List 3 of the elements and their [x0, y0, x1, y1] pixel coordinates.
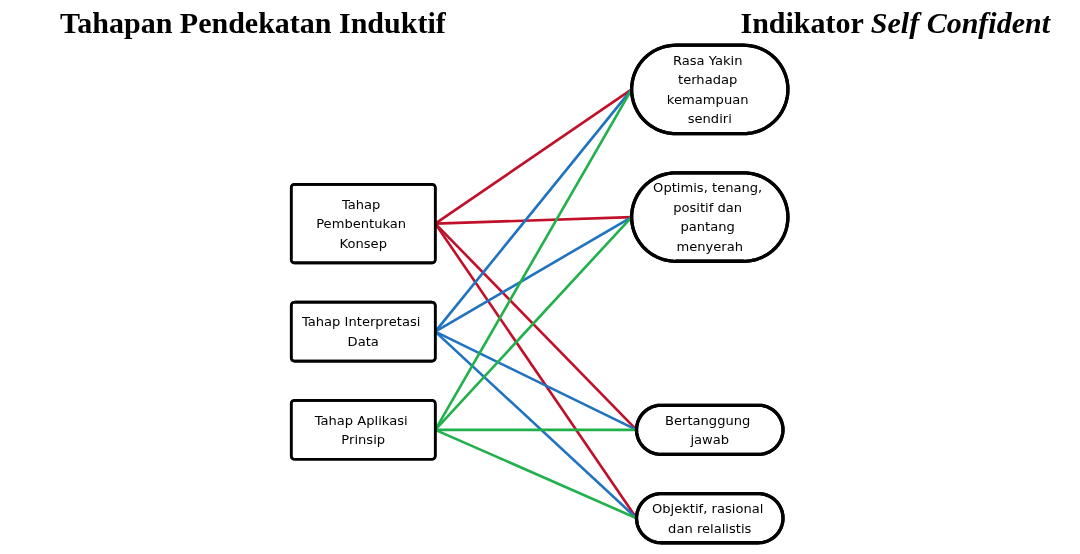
- column-heading: Indikator Self Confident: [740, 6, 1050, 40]
- column-heading: Tahapan Pendekatan Induktif: [60, 6, 446, 40]
- connector: [435, 428, 637, 432]
